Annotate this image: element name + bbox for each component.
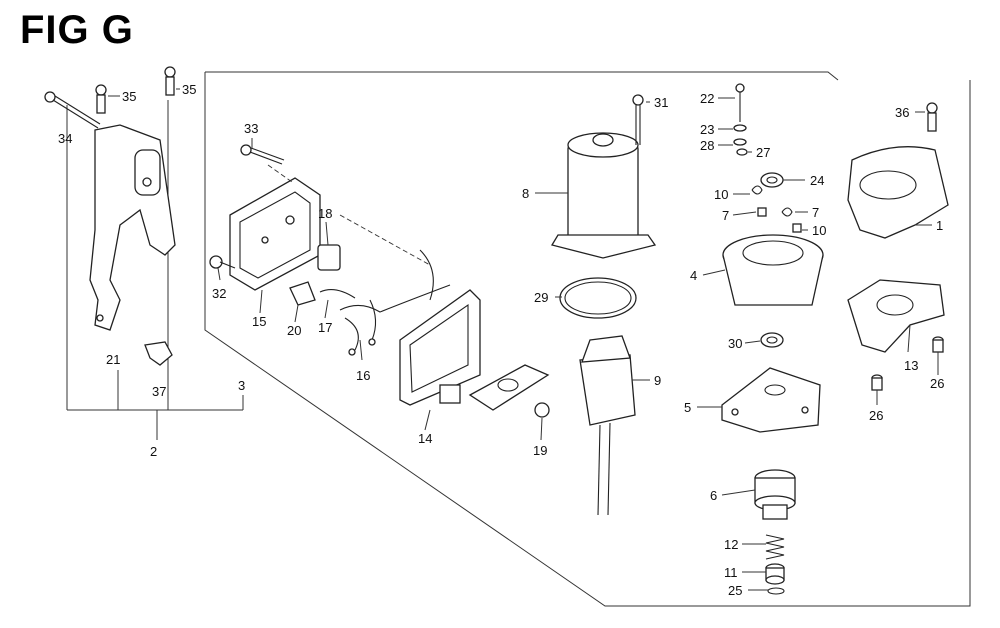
callout-6: 6 bbox=[710, 488, 717, 503]
callout-23: 23 bbox=[700, 122, 714, 137]
part-37-clip bbox=[144, 341, 173, 366]
part-13-plate bbox=[847, 279, 945, 353]
part-18-relay bbox=[317, 244, 341, 271]
callout-30: 30 bbox=[728, 336, 742, 351]
part-11-collar bbox=[765, 563, 785, 585]
callout-37: 37 bbox=[152, 384, 166, 399]
callout-9: 9 bbox=[654, 373, 661, 388]
callout-29: 29 bbox=[534, 290, 548, 305]
callout-10b: 10 bbox=[812, 223, 826, 238]
callout-4: 4 bbox=[690, 268, 697, 283]
callout-11: 11 bbox=[724, 565, 738, 580]
callout-13: 13 bbox=[904, 358, 918, 373]
part-14-regulator bbox=[399, 289, 481, 406]
leader-lines bbox=[108, 88, 939, 591]
callout-16: 16 bbox=[356, 368, 370, 383]
part-16-harness bbox=[339, 249, 451, 356]
part-8-motor-housing bbox=[550, 132, 657, 259]
callout-26a: 26 bbox=[930, 376, 944, 391]
gasket bbox=[468, 364, 550, 411]
part-23-28-27-washers bbox=[733, 124, 748, 156]
callout-36: 36 bbox=[895, 105, 909, 120]
callout-3: 3 bbox=[238, 378, 245, 393]
callout-27: 27 bbox=[756, 145, 770, 160]
callout-7b: 7 bbox=[812, 205, 819, 220]
part-22-bolt bbox=[735, 83, 745, 122]
part-25-circlip bbox=[767, 587, 785, 595]
callout-2: 2 bbox=[150, 444, 157, 459]
callout-15: 15 bbox=[252, 314, 266, 329]
part-1-bracket bbox=[847, 146, 949, 239]
callout-7a: 7 bbox=[722, 208, 729, 223]
callout-31: 31 bbox=[654, 95, 668, 110]
connector-lines bbox=[267, 164, 431, 266]
part-24-bushing bbox=[760, 172, 784, 188]
part-35-bolts bbox=[95, 66, 176, 114]
callout-18: 18 bbox=[318, 206, 332, 221]
part-21-bracket bbox=[89, 124, 176, 331]
part-4-brush-holder bbox=[722, 234, 824, 306]
callout-22: 22 bbox=[700, 91, 714, 106]
part-31-bolt bbox=[632, 94, 644, 145]
callout-19: 19 bbox=[533, 443, 547, 458]
callout-35a: 35 bbox=[122, 89, 136, 104]
part-9-armature bbox=[579, 335, 636, 516]
part-12-spring bbox=[765, 534, 785, 560]
callout-labels: 1 2 3 4 5 6 7 7 8 9 10 10 11 12 13 14 15… bbox=[58, 82, 944, 598]
callout-10a: 10 bbox=[714, 187, 728, 202]
part-15-control-box bbox=[229, 177, 321, 291]
part-10-7-springs bbox=[751, 185, 802, 233]
figure-title: FIG G bbox=[20, 8, 134, 52]
callout-25: 25 bbox=[728, 583, 742, 598]
part-17-wire bbox=[319, 289, 356, 299]
part-29-o-ring bbox=[559, 277, 637, 319]
callout-32: 32 bbox=[212, 286, 226, 301]
callout-1: 1 bbox=[936, 218, 943, 233]
part-19-grommet bbox=[534, 402, 550, 418]
part-33-bolt bbox=[240, 144, 285, 165]
part-34-bolt bbox=[44, 91, 101, 129]
callout-8: 8 bbox=[522, 186, 529, 201]
callout-33: 33 bbox=[244, 121, 258, 136]
assembly-border bbox=[204, 71, 971, 607]
callout-28: 28 bbox=[700, 138, 714, 153]
callout-5: 5 bbox=[684, 400, 691, 415]
callout-34: 34 bbox=[58, 131, 72, 146]
callout-26b: 26 bbox=[869, 408, 883, 423]
part-6-pinion bbox=[754, 469, 796, 520]
part-30-bearing bbox=[760, 332, 784, 348]
callout-17: 17 bbox=[318, 320, 332, 335]
part-32-screw bbox=[209, 255, 236, 269]
callout-24: 24 bbox=[810, 173, 824, 188]
callout-12: 12 bbox=[724, 537, 738, 552]
callout-35b: 35 bbox=[182, 82, 196, 97]
callout-14: 14 bbox=[418, 431, 432, 446]
part-36-bolt bbox=[926, 102, 938, 132]
callout-20: 20 bbox=[287, 323, 301, 338]
callout-21: 21 bbox=[106, 352, 120, 367]
part-20-connector bbox=[289, 281, 316, 306]
part-5-end-cover bbox=[721, 367, 821, 433]
